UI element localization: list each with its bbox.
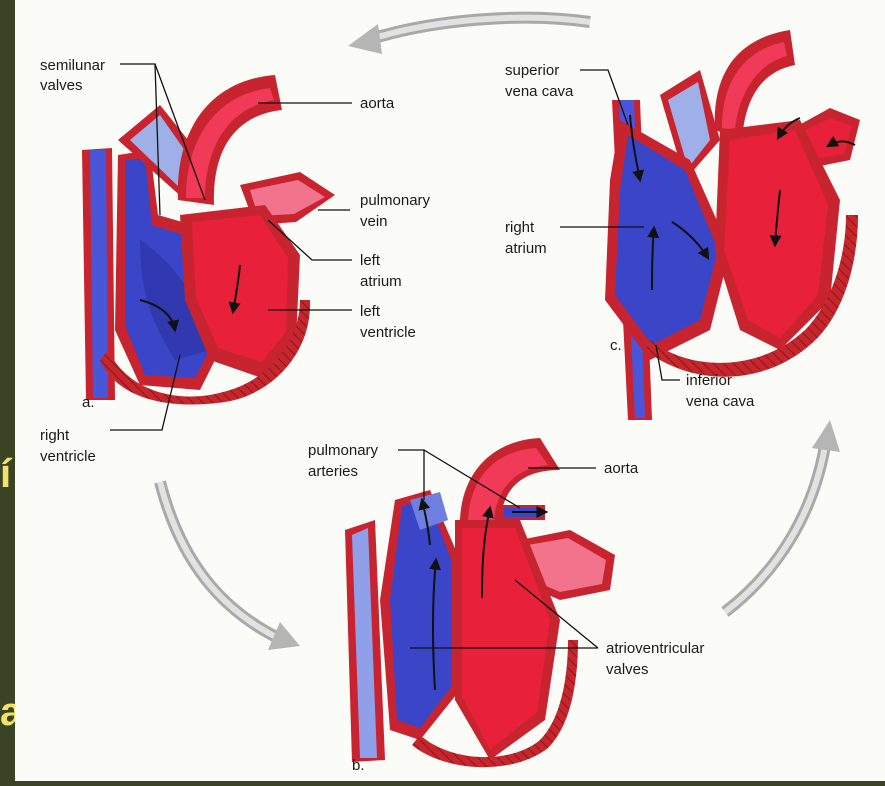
label-right-atrium-1: right xyxy=(505,219,535,236)
cycle-arrow-right xyxy=(725,420,840,612)
label-atrioventricular-valves-1: atrioventricular xyxy=(606,640,704,657)
label-pulmonary-arteries-1: pulmonary xyxy=(308,442,379,459)
label-inferior-vena-cava-1: inferior xyxy=(686,372,732,389)
heart-a xyxy=(82,75,335,405)
label-aorta-a: aorta xyxy=(360,95,395,112)
heart-c xyxy=(605,30,860,420)
label-semilunar-valves-2: valves xyxy=(40,77,83,94)
label-right-ventricle-1: right xyxy=(40,427,70,444)
label-pulmonary-vein-2: vein xyxy=(360,213,388,230)
heart-b xyxy=(345,438,615,767)
label-left-ventricle-2: ventricle xyxy=(360,324,416,341)
label-superior-vena-cava-1: superior xyxy=(505,62,559,79)
panel-label-b: b. xyxy=(352,757,365,774)
cycle-arrow-top xyxy=(348,18,590,54)
panel-label-a: a. xyxy=(82,394,95,411)
label-atrioventricular-valves-2: valves xyxy=(606,661,649,678)
label-aorta-b: aorta xyxy=(604,460,639,477)
label-left-atrium-2: atrium xyxy=(360,273,402,290)
label-left-ventricle-1: left xyxy=(360,303,381,320)
label-pulmonary-vein-1: pulmonary xyxy=(360,192,431,209)
cardiac-cycle-diagram: semilunar valves aorta pulmonary vein le… xyxy=(15,0,885,781)
cycle-arrow-left xyxy=(160,482,300,650)
label-left-atrium-1: left xyxy=(360,252,381,269)
slide-text-fragment: í xyxy=(0,452,11,497)
label-right-ventricle-2: ventricle xyxy=(40,448,96,465)
label-pulmonary-arteries-2: arteries xyxy=(308,463,358,480)
label-superior-vena-cava-2: vena cava xyxy=(505,83,574,100)
label-semilunar-valves-1: semilunar xyxy=(40,57,105,74)
label-inferior-vena-cava-2: vena cava xyxy=(686,393,755,410)
label-right-atrium-2: atrium xyxy=(505,240,547,257)
heart-diagram-panel: semilunar valves aorta pulmonary vein le… xyxy=(15,0,885,781)
panel-label-c: c. xyxy=(610,337,622,354)
